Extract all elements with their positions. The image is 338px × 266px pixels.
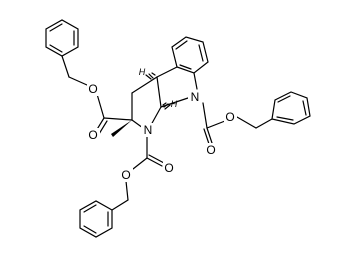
- stereo-h-mid: H: [171, 99, 178, 109]
- ester-o-c-bond-left: [96, 93, 105, 119]
- benzyl-ring-bottom: [79, 200, 113, 238]
- carbonyl-bond-bottom-2: [148, 154, 165, 164]
- c3a-c4-bond: [156, 66, 178, 78]
- atom-label-o-carbonyl-right: O: [206, 143, 215, 157]
- atom-label-o-ester-right: O: [225, 110, 234, 124]
- methyl-wedge: [111, 120, 132, 137]
- carbonyl-bond-bottom: [146, 157, 163, 167]
- c3a-c3-bond: [131, 76, 158, 94]
- benzyl-ring-top-left: [45, 19, 79, 57]
- benzyl-ring-right: [271, 91, 311, 125]
- c3a-c8a-bond: [156, 76, 162, 108]
- atom-label-o-carbonyl-left: O: [88, 128, 97, 142]
- carbonyl-bond-right: [206, 127, 213, 144]
- ch2-ring-bond-right: [255, 118, 273, 129]
- atom-label-n-bottom: N: [144, 123, 153, 137]
- indoline-benzene-ring: [171, 36, 209, 74]
- stereo-h-top: H: [139, 67, 146, 77]
- atom-label-o-carbonyl-bottom: O: [164, 161, 173, 175]
- ch2-ring-bond-bottom: [111, 199, 129, 211]
- carbonyl-bond-right-2: [203, 128, 210, 145]
- atom-label-o-ester-bottom: O: [121, 168, 130, 182]
- n8-carbonyl-bond: [202, 102, 208, 129]
- o-ch2-bond-top-left: [68, 76, 88, 86]
- c8a-n1-bond: [150, 106, 162, 126]
- ch2-bond-top-left: [61, 55, 70, 78]
- atom-label-o-ester-left: O: [88, 82, 97, 96]
- o-ch2-bond-bottom: [125, 180, 129, 201]
- c7a-n8-bond: [193, 72, 198, 90]
- carbonyl-bond-left-2: [98, 120, 108, 135]
- ester-o-bond-bottom: [132, 157, 148, 170]
- hashed-bond-h-mid: [162, 102, 171, 110]
- atom-label-n-right: N: [191, 90, 200, 104]
- ester-o-bond-right: [206, 120, 226, 129]
- hashed-bond-h-top: [145, 72, 156, 80]
- c2-ester-bond: [103, 117, 133, 121]
- o-ch2-bond-right: [236, 116, 257, 129]
